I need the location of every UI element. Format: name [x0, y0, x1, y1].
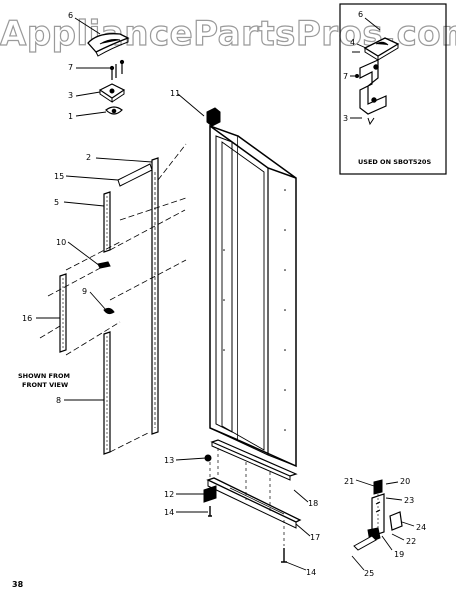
callout-8: 8 — [56, 396, 61, 405]
callout-11: 11 — [170, 89, 180, 98]
callout-25: 25 — [364, 569, 374, 578]
inset-note: USED ON SBOT520S — [358, 158, 431, 166]
inset-callout-7: 7 — [343, 72, 348, 81]
callout-19: 19 — [394, 550, 404, 559]
leader-lines — [36, 17, 415, 571]
callout-7: 7 — [68, 63, 73, 72]
callout-14-lower: 14 — [306, 568, 316, 577]
door-panel — [209, 124, 297, 468]
callout-12: 12 — [164, 490, 174, 499]
callout-21: 21 — [344, 477, 354, 486]
inset-callout-6: 6 — [358, 10, 363, 19]
door-liner-strips — [39, 143, 187, 455]
top-hinge-assembly — [87, 33, 130, 115]
callout-3: 3 — [68, 91, 73, 100]
callout-24: 24 — [416, 523, 426, 532]
callout-9: 9 — [82, 287, 87, 296]
callout-5: 5 — [54, 198, 59, 207]
callout-15: 15 — [54, 172, 64, 181]
callout-18: 18 — [308, 499, 318, 508]
door-cap — [206, 107, 221, 127]
callout-14-upper: 14 — [164, 508, 174, 517]
callout-20: 20 — [400, 477, 410, 486]
page-number: 38 — [12, 580, 24, 589]
front-view-note-line1: SHOWN FROM — [18, 372, 70, 380]
front-view-note-line2: FRONT VIEW — [22, 381, 68, 389]
inset-callout-3: 3 — [343, 114, 348, 123]
callout-6: 6 — [68, 11, 73, 20]
inset-callout-4: 4 — [350, 38, 355, 47]
callout-16: 16 — [22, 314, 32, 323]
callout-23: 23 — [404, 496, 414, 505]
callout-10: 10 — [56, 238, 66, 247]
callout-1: 1 — [68, 112, 73, 121]
callout-labels: 6 7 3 1 11 2 15 5 10 9 16 8 6 4 7 3 13 1… — [18, 10, 431, 578]
callout-13: 13 — [164, 456, 174, 465]
callout-22: 22 — [406, 537, 416, 546]
door-stop-assembly — [353, 479, 403, 551]
bottom-hinge-assembly — [203, 439, 302, 563]
callout-17: 17 — [310, 533, 320, 542]
callout-2: 2 — [86, 153, 91, 162]
inset-box — [339, 3, 447, 175]
